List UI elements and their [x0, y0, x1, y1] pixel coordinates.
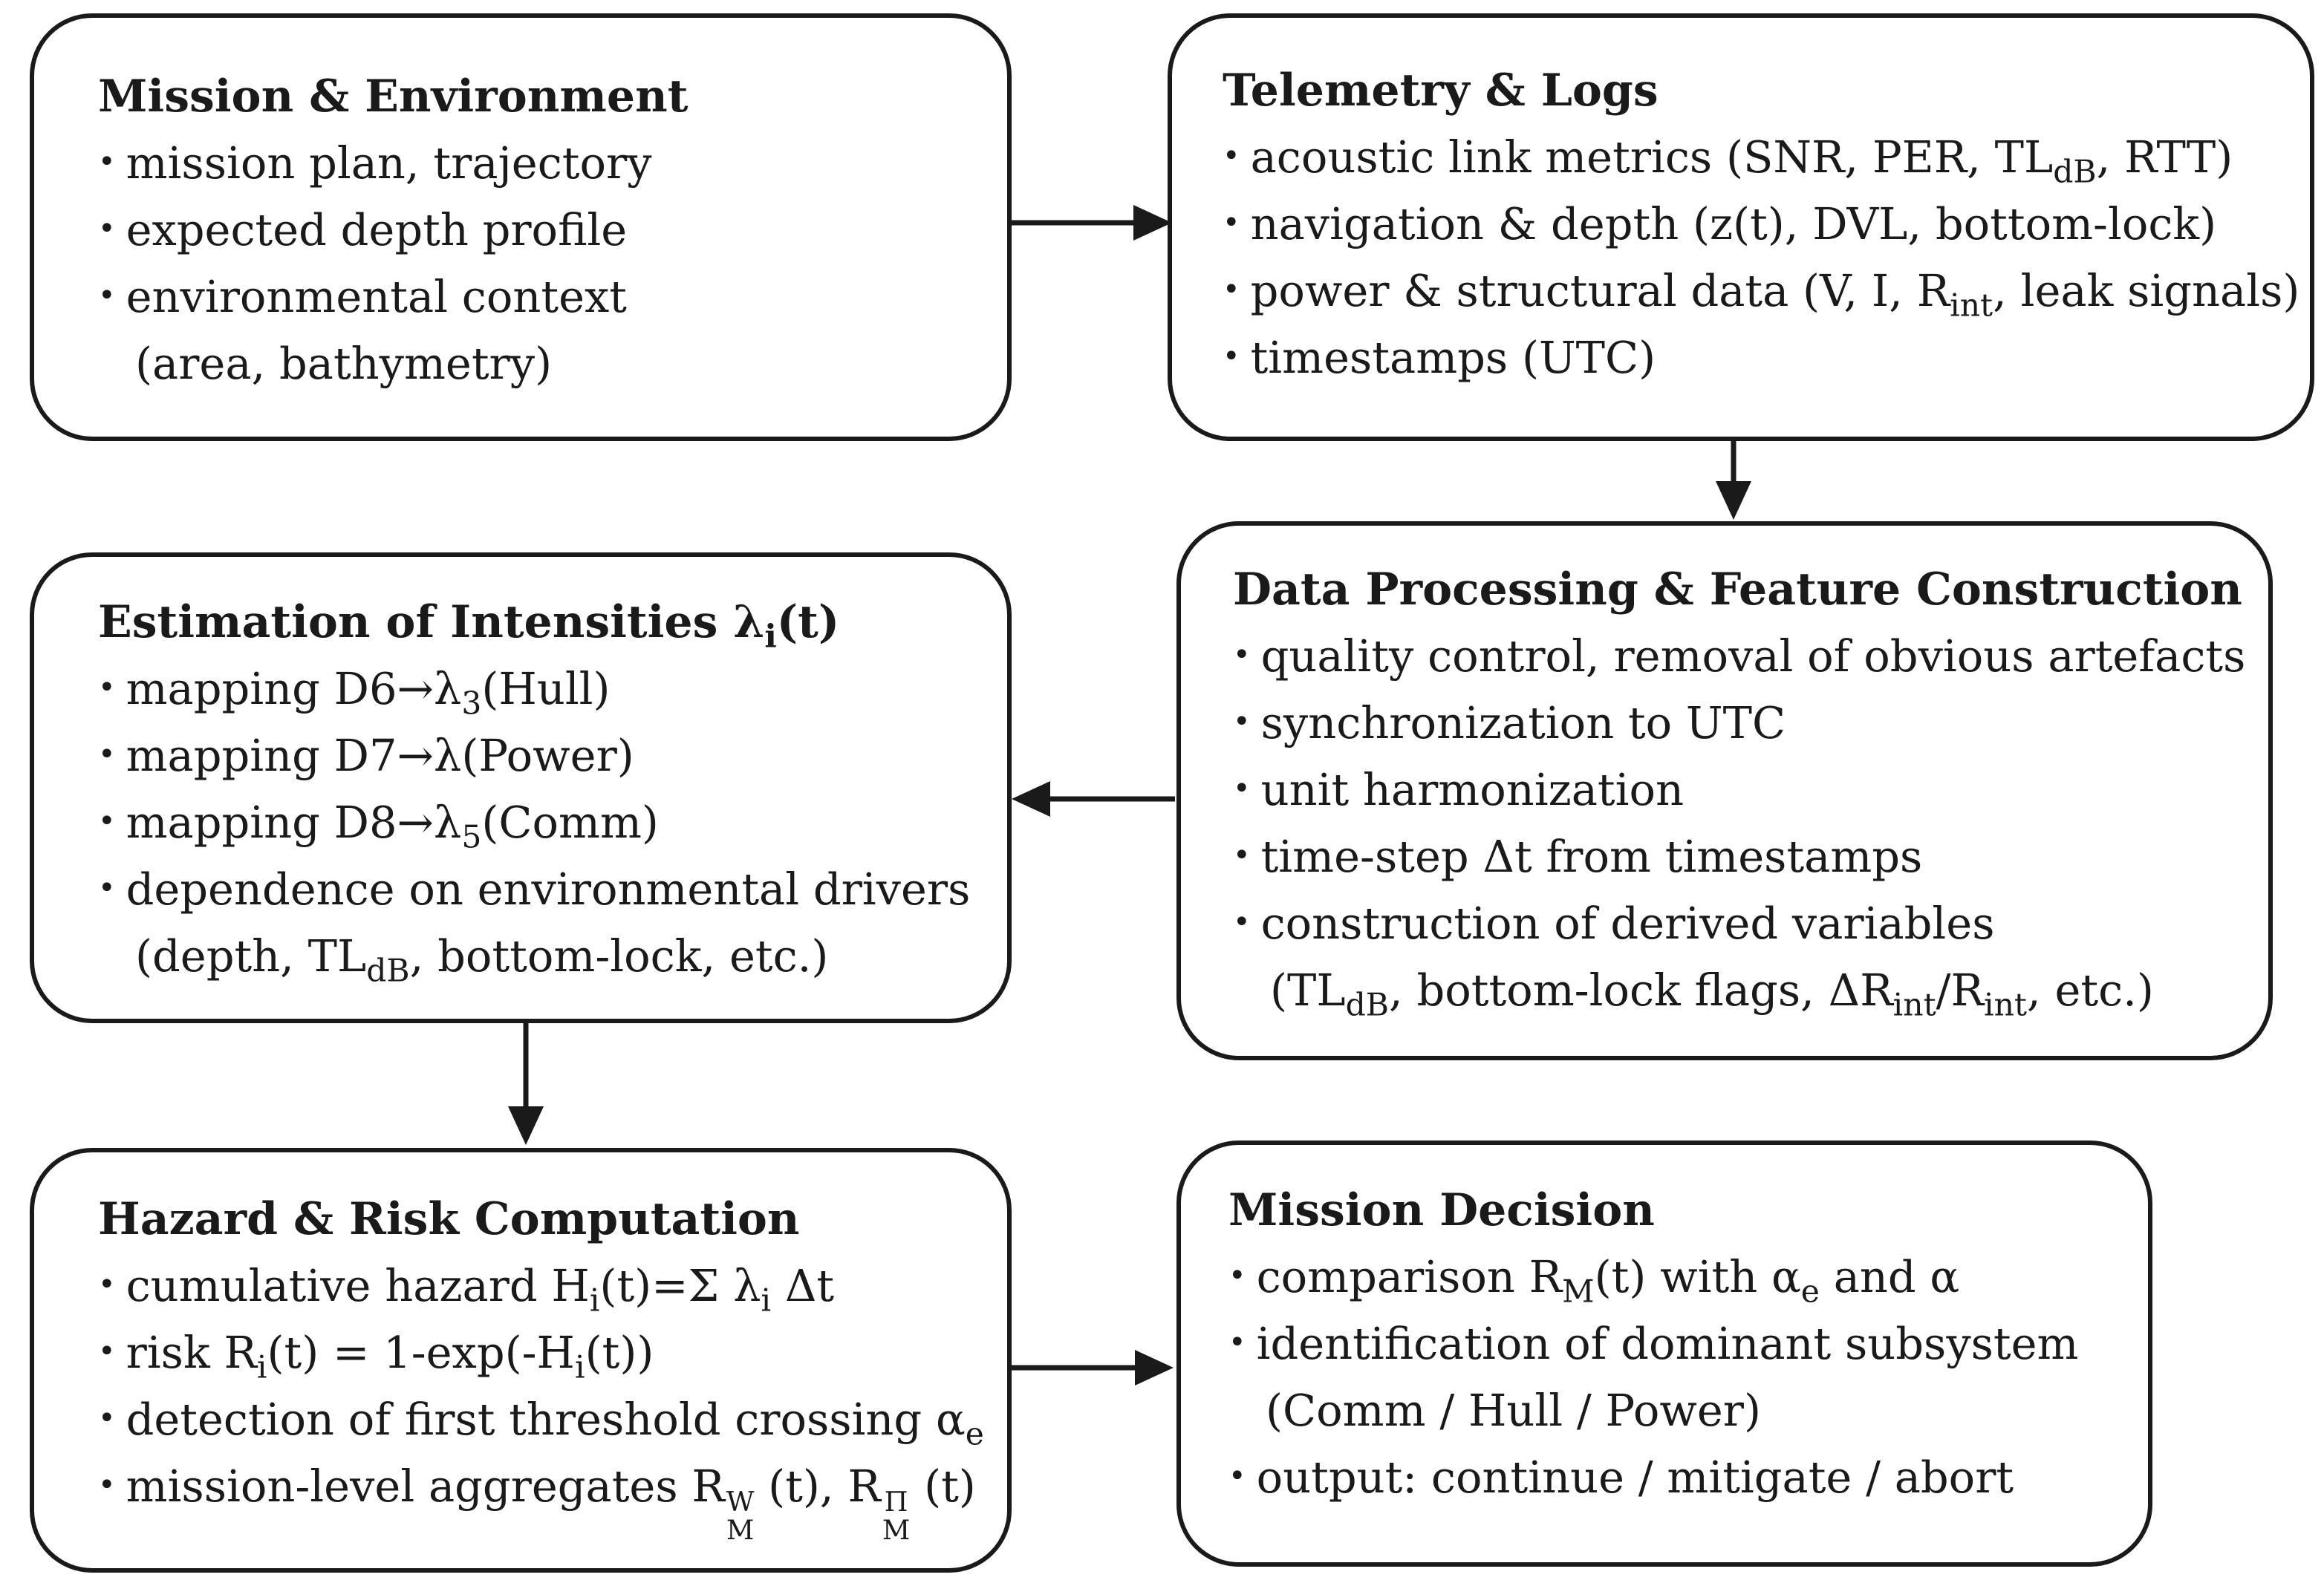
- list-item: •power & structural data (V, I, Rint, le…: [1223, 265, 2300, 324]
- arrow-telemetry-to-processing: [1716, 441, 1751, 520]
- data-processing-title: Data Processing & Feature Construction: [1233, 564, 2242, 616]
- estimation-box: [30, 552, 1012, 1023]
- list-item: •unit harmonization: [1233, 764, 1684, 815]
- list-item: •timestamps (UTC): [1223, 332, 1656, 383]
- hazard-risk-title: Hazard & Risk Computation: [98, 1193, 800, 1245]
- list-item: •quality control, removal of obvious art…: [1233, 630, 2246, 682]
- list-item: •synchronization to UTC: [1233, 697, 1786, 748]
- list-item-continuation: (area, bathymetry): [135, 338, 553, 389]
- arrow-processing-to-estimation: [1012, 781, 1175, 817]
- hazard-risk-box: [30, 1148, 1012, 1573]
- list-item: •dependence on environmental drivers: [98, 864, 971, 915]
- list-item: •acoustic link metrics (SNR, PER, TLdB, …: [1223, 131, 2233, 191]
- list-item-continuation: (TLdB, bottom-lock flags, ΔRint/Rint, et…: [1270, 965, 2154, 1024]
- telemetry-logs-box: [1168, 13, 2314, 441]
- list-item: •navigation & depth (z(t), DVL, bottom-l…: [1223, 198, 2217, 249]
- mission-environment-title: Mission & Environment: [98, 71, 689, 123]
- list-item: •mission plan, trajectory: [98, 137, 652, 189]
- arrow-estimation-to-hazard: [508, 1023, 544, 1145]
- list-item: •comparison RM(t) with αe and α: [1228, 1251, 1960, 1311]
- list-item: •mapping D7→λ(Power): [98, 730, 634, 781]
- list-item: •output: continue / mitigate / abort: [1228, 1452, 2014, 1503]
- list-item: •construction of derived variables: [1233, 898, 1995, 949]
- list-item-continuation: (depth, TLdB, bottom-lock, etc.): [135, 930, 829, 990]
- arrow-hazard-to-decision: [1010, 1350, 1174, 1386]
- list-item: •identification of dominant subsystem: [1228, 1318, 2079, 1369]
- estimation-title: Estimation of Intensities λi(t): [98, 596, 840, 656]
- list-item: •risk Ri(t) = 1-exp(-Hi(t)): [98, 1327, 654, 1386]
- data-processing-box: [1176, 521, 2273, 1060]
- list-item: •expected depth profile: [98, 204, 628, 255]
- mission-decision-box: [1176, 1140, 2152, 1567]
- list-item: •time-step Δt from timestamps: [1233, 831, 1923, 882]
- list-item-continuation: (Comm / Hull / Power): [1266, 1385, 1762, 1436]
- list-item: •mapping D6→λ3(Hull): [98, 663, 611, 722]
- list-item: •environmental context: [98, 271, 627, 322]
- list-item: •cumulative hazard Hi(t)=Σ λi Δt: [98, 1260, 835, 1319]
- arrow-mission-to-telemetry: [1010, 205, 1172, 241]
- mission-decision-title: Mission Decision: [1228, 1184, 1655, 1236]
- mission-environment-box: [30, 13, 1012, 441]
- list-item: •mapping D8→λ5(Comm): [98, 797, 659, 856]
- list-item: •detection of first threshold crossing α…: [98, 1394, 984, 1453]
- telemetry-logs-title: Telemetry & Logs: [1223, 65, 1659, 117]
